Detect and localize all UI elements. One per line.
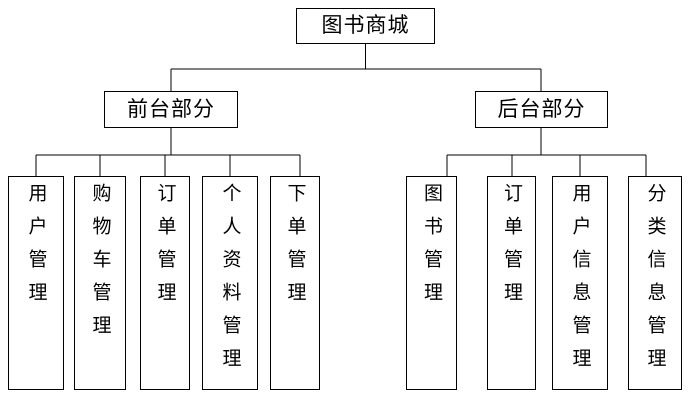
leaf-book-management-label: 图书管理: [421, 183, 442, 315]
leaf-order-management-admin[interactable]: 订单管理: [487, 176, 536, 390]
leaf-category-info-management[interactable]: 分类信息管理: [628, 176, 682, 390]
leaf-order-management-label: 订单管理: [154, 183, 176, 315]
leaf-user-management-label: 用户管理: [25, 183, 47, 315]
leaf-cart-management[interactable]: 购物车管理: [74, 176, 126, 390]
leaf-category-info-management-label: 分类信息管理: [644, 183, 666, 381]
branch-back-end[interactable]: 后台部分: [475, 91, 608, 128]
leaf-user-info-management-label: 用户信息管理: [569, 183, 591, 381]
leaf-user-management[interactable]: 用户管理: [8, 176, 64, 390]
leaf-user-info-management[interactable]: 用户信息管理: [552, 176, 608, 390]
leaf-profile-management-label: 个人资料管理: [219, 183, 241, 381]
leaf-book-management[interactable]: 图书管理: [406, 176, 457, 390]
branch-front-end[interactable]: 前台部分: [104, 91, 238, 128]
leaf-place-order-management[interactable]: 下单管理: [270, 176, 320, 390]
leaf-place-order-management-label: 下单管理: [284, 183, 306, 315]
branch-back-end-label: 后台部分: [497, 96, 586, 121]
leaf-profile-management[interactable]: 个人资料管理: [202, 176, 258, 390]
root-node[interactable]: 图书商城: [296, 8, 435, 44]
branch-front-end-label: 前台部分: [127, 96, 215, 121]
root-node-label: 图书商城: [321, 13, 410, 38]
leaf-order-management-admin-label: 订单管理: [501, 183, 522, 315]
leaf-order-management[interactable]: 订单管理: [140, 176, 190, 390]
leaf-cart-management-label: 购物车管理: [89, 183, 111, 348]
